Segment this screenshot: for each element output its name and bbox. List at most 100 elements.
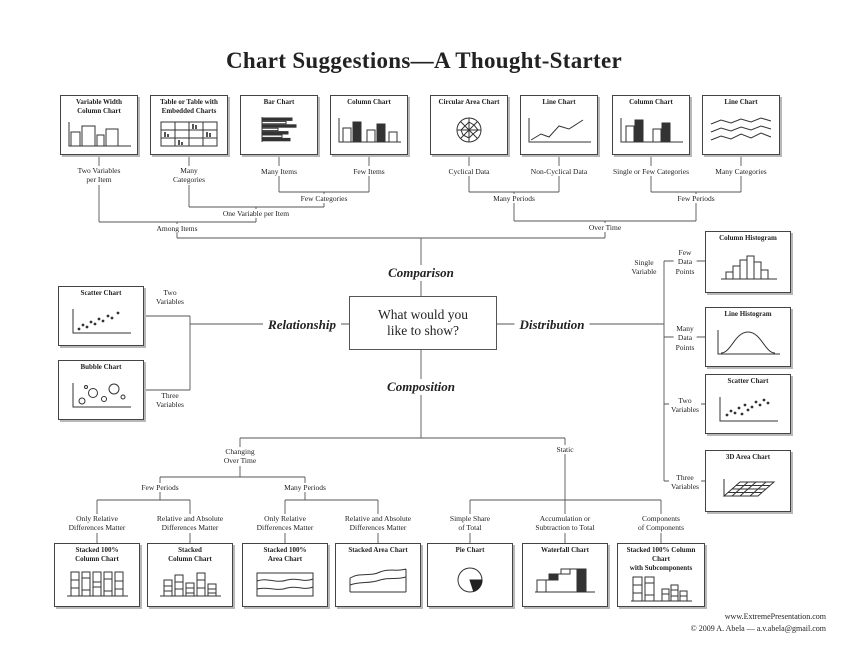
label-non-cyclical-data: Non-Cyclical Data: [528, 167, 590, 177]
label-few-categories: Few Categories: [298, 194, 350, 204]
label-only-relative-2: Only Relative Differences Matter: [254, 514, 316, 533]
label-few-data-points: Few Data Points: [673, 248, 697, 277]
chart-box-title: Stacked Area Chart: [348, 546, 408, 554]
chart-box-column-chart-few-categories: Column Chart: [612, 95, 690, 155]
stacked-100-area-chart-icon: [245, 564, 325, 606]
chart-box-title: Pie Chart: [455, 546, 485, 554]
circular-area-chart-icon: [433, 107, 505, 153]
stacked-column-chart-icon: [150, 564, 230, 606]
column-chart-icon: [333, 107, 405, 153]
chart-box-line-chart-many-categories: Line Chart: [702, 95, 780, 155]
label-only-relative-1: Only Relative Differences Matter: [66, 514, 128, 533]
label-over-time: Over Time: [586, 223, 624, 233]
variable-width-column-chart-icon: [63, 116, 135, 154]
bubble-chart-icon: [61, 372, 141, 418]
chart-box-title: Stacked 100% Column Chart with Subcompon…: [626, 546, 696, 572]
grouped-column-chart-icon: [615, 107, 687, 153]
branch-relationship: Relationship: [263, 317, 341, 333]
label-many-data-points: Many Data Points: [673, 324, 697, 353]
label-many-periods-comp: Many Periods: [282, 483, 328, 493]
waterfall-chart-icon: [525, 555, 605, 605]
chart-box-title: Scatter Chart: [727, 377, 769, 385]
chart-box-stacked-100-column-subcomponents: Stacked 100% Column Chart with Subcompon…: [617, 543, 705, 607]
chart-box-title: Column Histogram: [719, 234, 777, 242]
pie-chart-icon: [430, 555, 510, 605]
label-many-periods: Many Periods: [491, 194, 537, 204]
label-changing-over-time: Changing Over Time: [221, 447, 259, 466]
chart-box-stacked-area: Stacked Area Chart: [335, 543, 421, 607]
scatter-chart-icon: [61, 298, 141, 344]
chart-box-stacked-100-area: Stacked 100% Area Chart: [242, 543, 328, 607]
chart-box-title: 3D Area Chart: [725, 453, 771, 461]
label-many-categories: Many Categories: [170, 166, 208, 185]
chart-box-title: Stacked 100% Column Chart: [75, 546, 119, 563]
label-three-variables-dist: Three Variables: [669, 473, 701, 492]
chart-box-stacked-column: Stacked Column Chart: [147, 543, 233, 607]
chart-box-pie-chart: Pie Chart: [427, 543, 513, 607]
branch-composition: Composition: [382, 379, 460, 395]
chart-box-title: Scatter Chart: [80, 289, 122, 297]
stacked-100-column-chart-icon: [57, 564, 137, 606]
chart-box-scatter-relationship: Scatter Chart: [58, 286, 144, 346]
label-relative-absolute-2: Relative and Absolute Differences Matter: [342, 514, 414, 533]
label-many-categories-2: Many Categories: [713, 167, 769, 177]
chart-box-scatter-distribution: Scatter Chart: [705, 374, 791, 434]
page-title: Chart Suggestions—A Thought-Starter: [226, 48, 622, 73]
footer-url: www.ExtremePresentation.com: [724, 612, 826, 621]
table-with-embedded-charts-icon: [153, 116, 225, 154]
footer-copyright: © 2009 A. Abela — a.v.abela@gmail.com: [690, 624, 826, 633]
chart-box-title: Waterfall Chart: [540, 546, 589, 554]
label-two-variables: Two Variables: [154, 288, 186, 307]
chart-box-title: Line Chart: [542, 98, 576, 106]
label-static: Static: [554, 445, 576, 455]
branch-comparison: Comparison: [383, 265, 459, 281]
chart-box-title: Bubble Chart: [80, 363, 122, 371]
chart-box-title: Bar Chart: [263, 98, 295, 106]
chart-box-line-chart-noncyclical: Line Chart: [520, 95, 598, 155]
label-single-variable: Single Variable: [629, 258, 659, 277]
chart-box-bubble-chart: Bubble Chart: [58, 360, 144, 420]
chart-box-title: Variable Width Column Chart: [76, 98, 122, 115]
label-components: Components of Components: [635, 514, 687, 533]
label-few-items: Few Items: [351, 167, 387, 177]
label-accumulation: Accumulation or Subtraction to Total: [533, 514, 597, 533]
multi-line-chart-icon: [705, 107, 777, 153]
chart-box-title: Stacked 100% Area Chart: [263, 546, 307, 563]
chart-box-title: Line Histogram: [724, 310, 772, 318]
line-histogram-icon: [708, 319, 788, 365]
chart-box-circular-area-chart: Circular Area Chart: [430, 95, 508, 155]
branch-distribution: Distribution: [514, 317, 590, 333]
label-cyclical-data: Cyclical Data: [446, 167, 492, 177]
chart-box-title: Table or Table with Embedded Charts: [160, 98, 218, 115]
chart-box-line-histogram: Line Histogram: [705, 307, 791, 367]
line-chart-icon: [523, 107, 595, 153]
chart-box-column-histogram: Column Histogram: [705, 231, 791, 293]
chart-box-title: Column Chart: [629, 98, 673, 106]
3d-area-chart-icon: [708, 462, 788, 510]
bar-chart-icon: [243, 107, 315, 153]
label-few-periods-comp: Few Periods: [139, 483, 181, 493]
label-simple-share: Simple Share of Total: [447, 514, 493, 533]
chart-box-column-chart-few-items: Column Chart: [330, 95, 408, 155]
label-one-variable-per-item: One Variable per Item: [220, 209, 292, 219]
chart-box-waterfall: Waterfall Chart: [522, 543, 608, 607]
stacked-area-chart-icon: [338, 555, 418, 605]
label-single-or-few-categories: Single or Few Categories: [610, 167, 692, 177]
label-two-variables-per-item: Two Variables per Item: [75, 166, 123, 185]
chart-box-3d-area-chart: 3D Area Chart: [705, 450, 791, 512]
label-among-items: Among Items: [154, 224, 200, 234]
column-histogram-icon: [708, 243, 788, 291]
chart-box-title: Circular Area Chart: [438, 98, 500, 106]
stacked-100-column-subcomponents-icon: [620, 572, 702, 605]
chart-box-variable-width-column: Variable Width Column Chart: [60, 95, 138, 155]
label-few-periods: Few Periods: [675, 194, 717, 204]
label-two-variables-dist: Two Variables: [669, 396, 701, 415]
chart-box-table-embedded-charts: Table or Table with Embedded Charts: [150, 95, 228, 155]
chart-box-title: Column Chart: [347, 98, 391, 106]
scatter-chart-icon: [708, 386, 788, 432]
chart-box-title: Line Chart: [724, 98, 758, 106]
chart-box-bar-chart: Bar Chart: [240, 95, 318, 155]
center-question-box: What would you like to show?: [349, 296, 497, 350]
label-three-variables: Three Variables: [154, 391, 186, 410]
